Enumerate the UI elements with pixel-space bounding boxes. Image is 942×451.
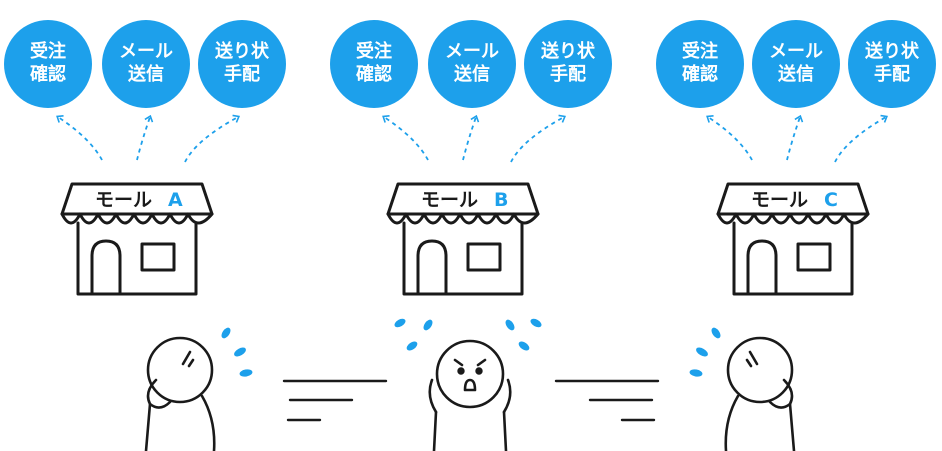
dashed-arrow-icon: [382, 114, 567, 163]
store-sign-prefix: モール: [751, 189, 808, 211]
mall-group-b: 受注 確認 メール 送信 送り状 手配 モール B: [330, 20, 612, 296]
task-label-line2: 送信: [127, 63, 164, 85]
mall-group-c: 受注 確認 メール 送信 送り状 手配 モール C: [656, 20, 936, 296]
task-bubble-mail-send: メール 送信: [428, 20, 516, 108]
task-label-line1: 送り状: [540, 40, 596, 62]
task-bubble-order-check: 受注 確認: [656, 20, 744, 108]
task-label-line1: 送り状: [864, 40, 920, 62]
task-bubble-shipping-label: 送り状 手配: [198, 20, 286, 108]
sweat-drop-icon: [689, 327, 721, 377]
store-sign-prefix: モール: [95, 189, 152, 211]
task-label-line1: メール: [119, 41, 173, 62]
store-icon: モール C: [716, 182, 870, 296]
worried-person-icon-left: [144, 336, 216, 451]
task-bubble-order-check: 受注 確認: [330, 20, 418, 108]
task-bubble-mail-send: メール 送信: [752, 20, 840, 108]
speed-lines-right: [554, 379, 660, 422]
task-label-line2: 手配: [550, 63, 586, 85]
panicked-person-icon: [428, 339, 512, 451]
task-label-line1: メール: [445, 41, 499, 62]
store-icon: モール B: [386, 182, 540, 296]
speed-lines-left: [282, 379, 388, 422]
sweat-drop-icon: [394, 318, 542, 351]
task-bubble-shipping-label: 送り状 手配: [524, 20, 612, 108]
task-label-line2: 手配: [874, 63, 910, 85]
task-label-line2: 手配: [224, 63, 260, 85]
task-label-line2: 確認: [30, 63, 66, 85]
store-sign-letter: B: [494, 189, 508, 211]
task-bubble-mail-send: メール 送信: [102, 20, 190, 108]
dashed-arrow-icon: [56, 114, 241, 163]
sweat-drop-icon: [221, 327, 253, 377]
task-label-line1: 受注: [682, 40, 718, 62]
task-label-line2: 送信: [777, 63, 814, 85]
task-label-line1: 受注: [30, 40, 66, 62]
store-icon: モール A: [60, 182, 214, 296]
task-label-line2: 確認: [356, 63, 392, 85]
task-bubble-order-check: 受注 確認: [4, 20, 92, 108]
store-sign-prefix: モール: [421, 189, 478, 211]
store-sign-letter: C: [824, 189, 838, 211]
task-bubble-shipping-label: 送り状 手配: [848, 20, 936, 108]
task-label-line2: 送信: [453, 63, 490, 85]
store-sign-letter: A: [168, 189, 183, 211]
task-label-line1: 送り状: [214, 40, 270, 62]
task-label-line2: 確認: [682, 63, 718, 85]
worried-person-icon-right: [724, 336, 796, 451]
mall-group-a: 受注 確認 メール 送信 送り状 手配 モール A: [4, 20, 286, 296]
dashed-arrow-icon: [706, 114, 888, 163]
task-label-line1: メール: [769, 41, 823, 62]
task-label-line1: 受注: [356, 40, 392, 62]
